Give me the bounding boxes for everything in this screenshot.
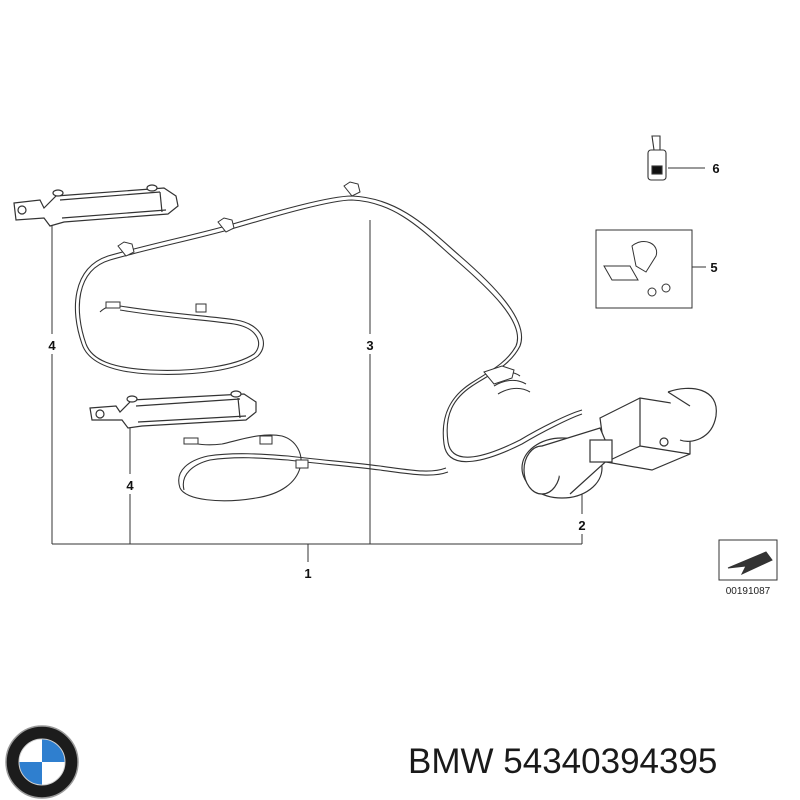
hose-clips xyxy=(105,181,515,469)
callout-4-lower: 4 xyxy=(126,478,134,493)
callout-6: 6 xyxy=(712,161,719,176)
hydraulic-cylinder-upper xyxy=(13,184,179,227)
brand-name: BMW xyxy=(408,742,494,781)
callout-1: 1 xyxy=(304,566,311,581)
callout-5: 5 xyxy=(710,260,717,275)
clip-set-item-5 xyxy=(595,229,693,309)
callout-3: 3 xyxy=(366,338,373,353)
direction-arrow-box xyxy=(718,539,778,581)
part-caption: BMW 54340394395 xyxy=(408,742,717,782)
part-number: 54340394395 xyxy=(503,742,718,781)
callout-4-upper: 4 xyxy=(48,338,56,353)
hydraulic-cylinder-lower xyxy=(89,390,257,429)
callout-2: 2 xyxy=(578,518,585,533)
reference-code: 00191087 xyxy=(726,586,771,597)
leader-lines xyxy=(51,167,706,562)
hydraulic-lines xyxy=(74,195,583,502)
bmw-logo xyxy=(5,725,79,799)
fastener-item-6 xyxy=(647,135,667,181)
hydraulic-pump-unit xyxy=(521,387,717,499)
